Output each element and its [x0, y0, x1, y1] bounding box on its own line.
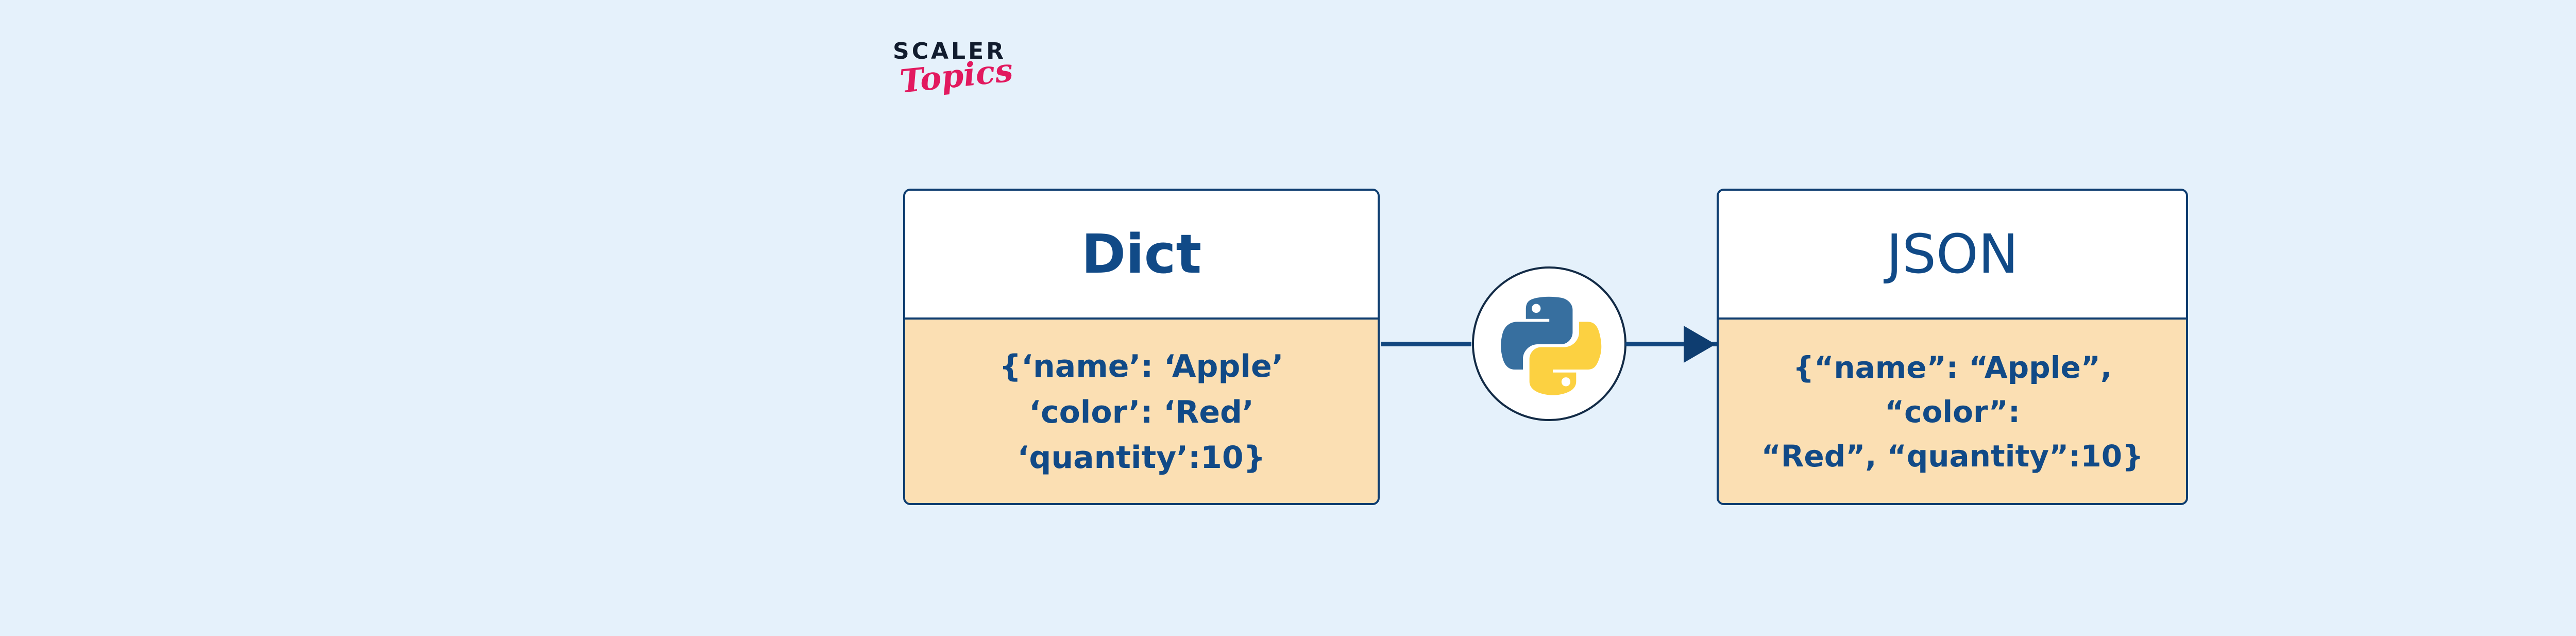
- python-logo-icon: [1495, 290, 1603, 398]
- brand-name-scaler: SCALER: [893, 38, 1007, 64]
- dict-node-title: Dict: [1081, 223, 1202, 286]
- dict-node-card: Dict {‘name’: ‘Apple’ ‘color’: ‘Red’ ‘qu…: [903, 189, 1380, 505]
- json-node-title: JSON: [1886, 223, 2019, 286]
- json-node-header: JSON: [1719, 191, 2186, 320]
- python-logo-badge: [1472, 266, 1626, 421]
- json-node-body: {“name”: “Apple”, “color”: “Red”, “quant…: [1719, 320, 2186, 503]
- connector-line-left: [1381, 342, 1471, 346]
- dict-code-text: {‘name’: ‘Apple’ ‘color’: ‘Red’ ‘quantit…: [999, 348, 1284, 476]
- json-code-text: {“name”: “Apple”, “color”: “Red”, “quant…: [1761, 350, 2144, 474]
- dict-node-body: {‘name’: ‘Apple’ ‘color’: ‘Red’ ‘quantit…: [905, 320, 1378, 503]
- dict-node-header: Dict: [905, 191, 1378, 320]
- arrow-head-icon: [1684, 326, 1716, 363]
- connector-line-right: [1625, 342, 1718, 346]
- scaler-topics-logo: SCALER Topics: [893, 40, 1063, 143]
- json-node-card: JSON {“name”: “Apple”, “color”: “Red”, “…: [1717, 189, 2188, 505]
